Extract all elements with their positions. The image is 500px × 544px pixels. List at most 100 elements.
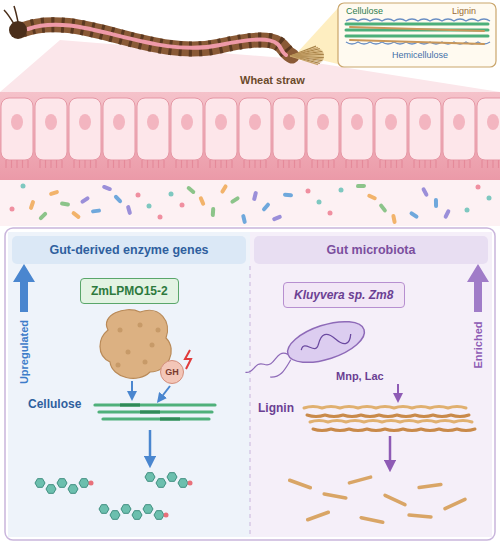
illustration-ellipse bbox=[283, 114, 295, 130]
illustration-polygon bbox=[156, 479, 166, 488]
illustration-polygon bbox=[35, 479, 45, 488]
illustration-rect bbox=[261, 202, 271, 212]
illustration-line bbox=[435, 160, 436, 168]
panel-heading: Gut-derived enzyme genes bbox=[12, 236, 246, 264]
illustration-rect bbox=[38, 211, 48, 221]
illustration-line bbox=[186, 160, 187, 168]
illustration-polygon bbox=[167, 473, 177, 482]
node-text: GH bbox=[165, 367, 179, 378]
illustration-line bbox=[385, 160, 386, 168]
illustration-line bbox=[390, 160, 391, 168]
illustration-circle bbox=[10, 207, 15, 212]
illustration-rect bbox=[211, 207, 216, 217]
illustration-line bbox=[260, 160, 261, 168]
illustration-line bbox=[175, 160, 176, 168]
illustration-ellipse bbox=[79, 114, 91, 130]
illustration-polygon bbox=[143, 505, 153, 514]
illustration-line bbox=[61, 160, 62, 168]
illustration-line bbox=[324, 494, 346, 498]
illustration-path bbox=[346, 19, 490, 21]
illustration-ellipse bbox=[317, 114, 329, 130]
part-label: Cellulose bbox=[28, 398, 81, 412]
illustration-line bbox=[487, 160, 488, 168]
illustration-g bbox=[346, 19, 490, 44]
illustration-ellipse bbox=[453, 114, 465, 130]
illustration-line bbox=[131, 381, 133, 396]
illustration-ellipse bbox=[419, 114, 431, 130]
illustration-ellipse bbox=[113, 114, 125, 130]
illustration-line bbox=[95, 403, 215, 406]
illustration-circle bbox=[465, 208, 470, 213]
illustration-path bbox=[4, 6, 18, 24]
illustration-rect bbox=[102, 184, 113, 191]
illustration-ellipse bbox=[45, 114, 57, 130]
illustration-polygon bbox=[68, 485, 78, 494]
illustration-rect bbox=[341, 98, 373, 160]
label-box: Kluyvera sp. Zm8 bbox=[283, 282, 405, 308]
illustration-line bbox=[424, 160, 425, 168]
illustration-rect bbox=[137, 98, 169, 160]
illustration-rect bbox=[5, 228, 495, 540]
illustration-rect bbox=[409, 210, 419, 219]
illustration-circle bbox=[138, 323, 143, 328]
illustration-path bbox=[13, 264, 35, 312]
illustration-line bbox=[419, 484, 441, 487]
illustration-line bbox=[22, 160, 23, 168]
illustration-line bbox=[50, 160, 51, 168]
illustration-line bbox=[113, 160, 114, 168]
illustration-g bbox=[10, 184, 492, 225]
illustration-path bbox=[299, 327, 353, 357]
illustration-line bbox=[328, 160, 329, 168]
illustration-circle bbox=[143, 360, 148, 365]
illustration-line bbox=[469, 160, 470, 168]
illustration-polyline bbox=[185, 350, 191, 369]
illustration-line bbox=[445, 499, 465, 508]
illustration-circle bbox=[89, 481, 94, 486]
illustration-rect bbox=[375, 98, 407, 160]
illustration-line bbox=[277, 160, 278, 168]
illustration-path bbox=[310, 421, 472, 423]
illustration-line bbox=[333, 160, 334, 168]
illustration-line bbox=[231, 160, 232, 168]
illustration-line bbox=[430, 160, 431, 168]
illustration-line bbox=[290, 53, 323, 56]
illustration-g bbox=[1, 98, 500, 168]
part-label: Mnp, Lac bbox=[336, 370, 384, 383]
illustration-circle bbox=[317, 200, 322, 205]
illustration-path bbox=[307, 415, 469, 417]
label-box: ZmLPMO15-2 bbox=[80, 278, 179, 304]
illustration-rect bbox=[443, 209, 451, 220]
panel-region: Gut-derived enzyme genesZmLPMO15-2GH bbox=[8, 232, 250, 537]
illustration-line bbox=[345, 160, 346, 168]
illustration-line bbox=[27, 160, 28, 168]
illustration-line bbox=[254, 160, 255, 168]
illustration-line bbox=[152, 160, 153, 168]
illustration-rect bbox=[113, 194, 123, 204]
illustration-rect bbox=[250, 232, 492, 537]
illustration-circle bbox=[147, 204, 152, 209]
illustration-polygon bbox=[178, 479, 188, 488]
illustration-line bbox=[346, 23, 488, 26]
illustration-line bbox=[396, 160, 397, 168]
illustration-polygon bbox=[57, 479, 67, 488]
illustration-circle bbox=[169, 192, 174, 197]
illustration-line bbox=[458, 160, 459, 168]
illustration-line bbox=[84, 160, 85, 168]
illustration-polygon bbox=[46, 485, 56, 494]
illustration-line bbox=[361, 518, 383, 523]
node-text: ZmLPMO15-2 bbox=[91, 283, 168, 299]
illustration-circle bbox=[21, 184, 26, 189]
illustration-line bbox=[16, 160, 17, 168]
illustration-line bbox=[492, 160, 493, 168]
illustration-circle bbox=[188, 481, 193, 486]
illustration-line bbox=[290, 480, 311, 488]
illustration-rect bbox=[198, 196, 206, 207]
illustration-rect bbox=[60, 201, 71, 207]
illustration-rect bbox=[171, 98, 203, 160]
panel-heading: Gut microbiota bbox=[254, 236, 488, 264]
part-label: Hemicellulose bbox=[392, 50, 448, 60]
illustration-ellipse bbox=[351, 114, 363, 130]
illustration-line bbox=[181, 160, 182, 168]
illustration-line bbox=[160, 417, 180, 420]
